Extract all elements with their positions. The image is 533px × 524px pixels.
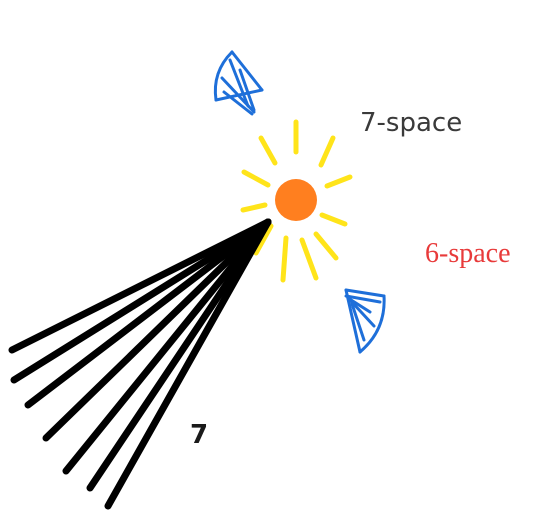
bundle-line	[28, 222, 268, 405]
eye-icon-upper	[215, 52, 262, 114]
bundle-line	[90, 222, 268, 488]
line-bundle	[12, 222, 268, 506]
bundle-line	[14, 222, 268, 380]
upper-space-label: 7-space	[360, 108, 462, 138]
bundle-line	[66, 222, 268, 471]
bundle-count-label: 7	[190, 420, 208, 450]
eye-icon-lower	[346, 290, 384, 352]
lower-space-label: 6-space	[425, 238, 511, 270]
bundle-line	[46, 222, 268, 438]
sun-icon	[275, 179, 317, 221]
